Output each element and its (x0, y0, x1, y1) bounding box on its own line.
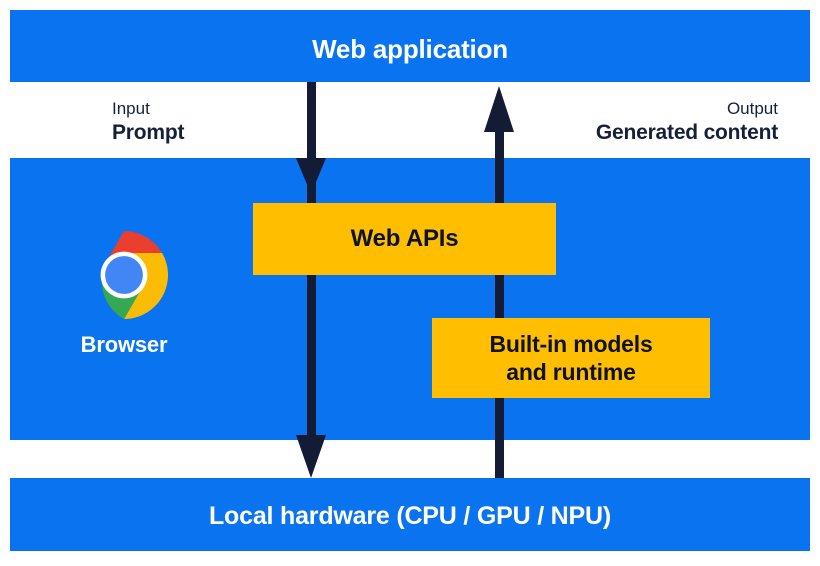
local-hardware-band: Local hardware (CPU / GPU / NPU) (10, 478, 810, 551)
web-application-band: Web application (10, 10, 810, 82)
output-label-group: Output Generated content (596, 98, 778, 147)
output-flow-arrow-up (484, 86, 514, 480)
web-apis-label: Web APIs (350, 225, 459, 253)
output-value-label: Generated content (595, 120, 778, 144)
output-kind-label: Output (726, 99, 778, 118)
built-in-models-label: Built-in models and runtime (489, 330, 652, 386)
local-hardware-title: Local hardware (CPU / GPU / NPU) (208, 502, 611, 530)
browser-label: Browser (80, 332, 168, 357)
input-label-group: Input Prompt (112, 98, 185, 147)
input-value-label: Prompt (112, 120, 185, 144)
built-in-models-line2: and runtime (506, 359, 636, 385)
built-in-models-box: Built-in models and runtime (432, 318, 710, 398)
web-apis-box: Web APIs (253, 203, 556, 275)
browser-block: Browser (58, 230, 190, 358)
input-kind-label: Input (112, 99, 150, 118)
web-application-title: Web application (312, 34, 508, 64)
input-flow-arrow-down (296, 82, 326, 478)
chrome-logo-icon (100, 230, 169, 320)
built-in-models-line1: Built-in models (489, 330, 653, 357)
